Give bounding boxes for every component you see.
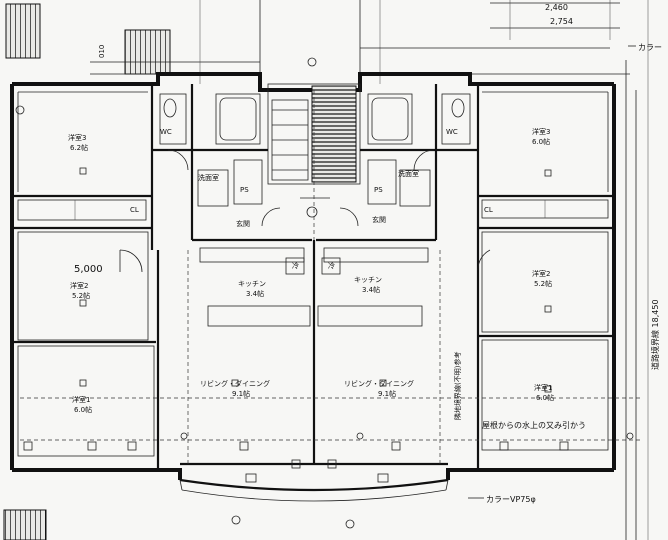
balcony-stair-top: [90, 0, 630, 84]
left-ps-label: PS: [240, 186, 249, 194]
bottom-fixtures: [23, 441, 569, 483]
room-left-kitchen-name: キッチン: [238, 280, 266, 288]
room-right-western1-name: 洋室1: [534, 383, 552, 392]
dimension-010: 010: [98, 45, 106, 58]
dimension-2460: 2,460: [545, 3, 568, 12]
dimension-2754: 2,754: [550, 17, 573, 26]
collar-label-bottom: カラーVP75φ: [486, 495, 536, 504]
central-staircase: [267, 57, 361, 218]
room-left-western1-size: 6.0帖: [74, 405, 92, 414]
top-dimensions: 2,460 2,754 010 カラー: [98, 0, 662, 58]
left-washroom-label: 洗面室: [198, 173, 219, 182]
exterior-stair-bottom-left: [3, 509, 47, 540]
right-fridge-label: 冷: [328, 261, 335, 270]
room-right-living-name: リビング・ダイニング: [344, 379, 414, 388]
right-unit-labels: 洋室3 6.0帖 洋室2 5.2帖 洋室1 6.0帖 キッチン 3.4帖 リビン…: [328, 127, 554, 402]
dimension-5000: 5,000: [74, 264, 103, 275]
left-entrance-label: 玄関: [236, 219, 250, 228]
room-left-western2-size: 5.2帖: [72, 291, 90, 300]
room-right-western3-name: 洋室3: [532, 127, 550, 136]
left-fridge-label: 冷: [292, 261, 299, 270]
room-left-western2-name: 洋室2: [70, 281, 88, 290]
room-left-western1-name: 洋室1: [72, 395, 90, 404]
room-right-living-size: 9.1帖: [378, 389, 396, 398]
left-unit-walls: [12, 84, 312, 470]
right-entrance-label: 玄関: [372, 215, 386, 224]
room-right-western2-name: 洋室2: [532, 269, 550, 278]
left-wc-label: WC: [160, 128, 172, 136]
boundary-note: 隣地境界線(不明)参考: [453, 352, 462, 420]
drain-note: 屋根からの水上の又み引かう: [482, 420, 586, 430]
outer-walls: [10, 72, 616, 502]
right-cl-label: CL: [484, 206, 493, 214]
room-right-western2-size: 5.2帖: [534, 279, 552, 288]
room-left-kitchen-size: 3.4帖: [246, 289, 264, 298]
left-cl-label: CL: [130, 206, 139, 214]
right-unit-walls: [316, 84, 614, 470]
room-left-living-size: 9.1帖: [232, 389, 250, 398]
room-right-kitchen-size: 3.4帖: [362, 285, 380, 294]
collar-label-top: カラー: [638, 43, 662, 52]
right-ps-label: PS: [374, 186, 383, 194]
right-boundary: 道路境界線 18,450 隣地境界線(不明)参考 屋根からの水上の又み引かう カ…: [453, 0, 660, 540]
door-swings: [119, 149, 491, 273]
right-washroom-label: 洗面室: [398, 169, 419, 178]
room-right-western3-size: 6.0帖: [532, 137, 550, 146]
room-right-western1-size: 6.0帖: [536, 393, 554, 402]
road-boundary-note: 道路境界線 18,450: [650, 299, 660, 370]
column-markers: [15, 105, 634, 529]
left-unit-labels: 洋室3 6.2帖 5,000 洋室2 5.2帖 洋室1 6.0帖 キッチン 3.…: [68, 128, 299, 414]
unit-divider: [20, 90, 640, 464]
room-left-western3-size: 6.2帖: [70, 143, 88, 152]
fridge-boxes: [285, 257, 341, 275]
room-right-kitchen-name: キッチン: [354, 276, 382, 284]
exterior-stair-top-left: [5, 3, 41, 59]
room-left-western3-name: 洋室3: [68, 133, 86, 142]
room-left-living-name: リビング・ダイニング: [200, 379, 270, 388]
right-wc-label: WC: [446, 128, 458, 136]
